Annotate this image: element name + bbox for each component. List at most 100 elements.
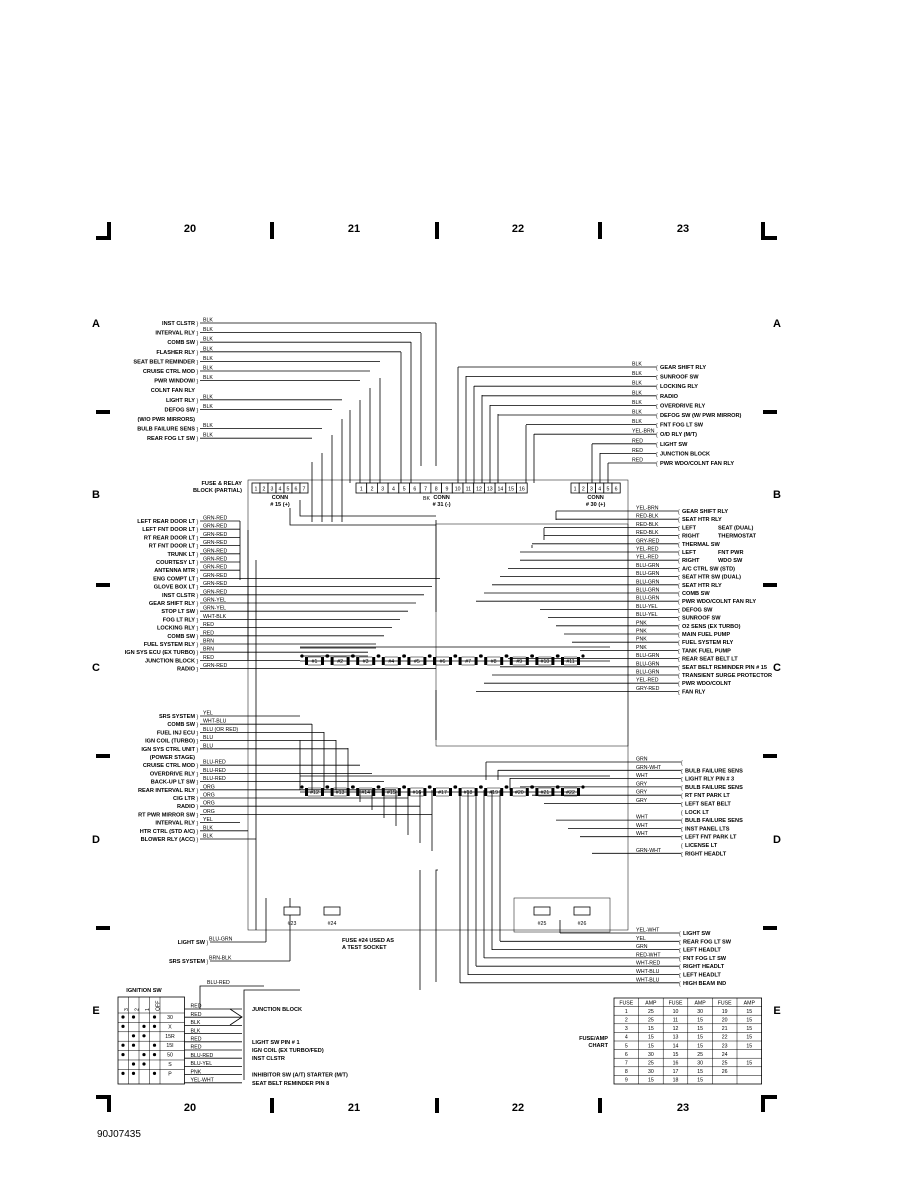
fuse-chart-cell: 15 bbox=[697, 1018, 703, 1024]
wire-break-mark: } bbox=[197, 626, 199, 632]
wire-route bbox=[311, 419, 343, 522]
wire-color: GRN-YEL bbox=[203, 606, 226, 612]
wire-break-mark: { bbox=[678, 641, 680, 647]
circuit-label: HIGH BEAM IND bbox=[683, 981, 726, 987]
circuit-label: (POWER STAGE) bbox=[150, 755, 195, 761]
circuit-label: BULB FAILURE SENS bbox=[685, 768, 743, 774]
wire-break-mark: { bbox=[656, 366, 658, 372]
row2-fuse-end-left bbox=[330, 788, 334, 796]
circuit-label: SEAT HTR RLY bbox=[682, 583, 722, 589]
wire-break-mark: { bbox=[678, 567, 680, 573]
wire-break-mark: } bbox=[197, 577, 199, 583]
circuit-label: PWR WDO/COLNT bbox=[682, 681, 732, 687]
wire-color: BRN bbox=[203, 639, 214, 645]
wire-color: BLU-GRN bbox=[636, 571, 660, 577]
wire-break-mark: { bbox=[678, 616, 680, 622]
wire-break-mark: { bbox=[678, 608, 680, 614]
fuse-chart-cell: 14 bbox=[673, 1043, 679, 1049]
row1-fuse-label: #11 bbox=[566, 659, 574, 665]
row1-fuse-end-left bbox=[381, 657, 385, 665]
wire-color: BLK bbox=[203, 356, 213, 362]
circuit-label: STOP LT SW bbox=[161, 609, 195, 615]
row3-fuse-label: #26 bbox=[578, 921, 587, 927]
wire-break-mark: } bbox=[197, 772, 199, 778]
wire-color: GRN-RED bbox=[203, 565, 227, 571]
wire-color: BLU-RED bbox=[203, 776, 226, 782]
grid-column-label-top: 21 bbox=[348, 223, 360, 235]
row3-fuse-label: #25 bbox=[538, 921, 547, 927]
fuse-chart-cell: 15 bbox=[673, 1052, 679, 1058]
wire-color: YEL bbox=[203, 817, 213, 823]
connector-pin-number: 3 bbox=[381, 487, 384, 493]
ignition-contact bbox=[131, 1015, 136, 1019]
circuit-label: LEFT REAR DOOR LT bbox=[137, 519, 195, 525]
circuit-label: FUEL INJ ECU bbox=[157, 730, 195, 736]
connector-pin-number: 12 bbox=[476, 487, 482, 493]
circuit-label: INTERVAL RLY bbox=[155, 331, 195, 337]
wire-break-mark: } bbox=[197, 379, 199, 385]
row2-fuse-end-right bbox=[500, 788, 504, 796]
row2-fuse-label: #16 bbox=[413, 790, 422, 796]
row2-fuse-terminal bbox=[479, 785, 483, 789]
wire-break-mark: } bbox=[197, 593, 199, 599]
row1-fuse-label: #4 bbox=[388, 659, 394, 665]
wire-break-mark: } bbox=[197, 602, 199, 608]
connector-pin-number: 6 bbox=[413, 487, 416, 493]
ignition-terminal: 15I bbox=[166, 1043, 173, 1049]
circuit-label: SUNROOF SW bbox=[660, 375, 699, 381]
fuse-chart-cell: 15 bbox=[746, 1061, 752, 1067]
fuse-chart-cell: 17 bbox=[673, 1069, 679, 1075]
row2-fuse-label: #13 bbox=[336, 790, 345, 796]
wire-break-mark: } bbox=[197, 829, 199, 835]
row1-fuse-label: #2 bbox=[337, 659, 343, 665]
connector-name: CONN bbox=[272, 495, 288, 501]
connector-pin-number: 5 bbox=[403, 487, 406, 493]
fuse-chart-cell: 18 bbox=[673, 1078, 679, 1084]
wire-break-mark: } bbox=[197, 739, 199, 745]
wire-color: WHT bbox=[636, 773, 649, 779]
wire-break-mark: } bbox=[197, 659, 199, 665]
wire-color: GRN-RED bbox=[203, 532, 227, 538]
wire-route bbox=[289, 500, 436, 526]
circuit-label: RIGHT bbox=[682, 534, 700, 540]
wire-break-mark: { bbox=[681, 819, 683, 825]
circuit-label: LEFT FNT PARK LT bbox=[685, 835, 737, 841]
connector-pin-number: 2 bbox=[582, 487, 585, 493]
wire-break-mark: { bbox=[679, 932, 681, 938]
ignition-wire-color: PNK bbox=[191, 1069, 202, 1075]
wire-color: WHT bbox=[636, 815, 649, 821]
row1-fuse-terminal bbox=[530, 654, 535, 658]
ignition-contact bbox=[121, 1015, 125, 1019]
wire-color: RED bbox=[203, 622, 214, 628]
wire-color: PNK bbox=[636, 620, 647, 626]
wire-route bbox=[419, 869, 438, 990]
row1-fuse-terminal bbox=[505, 654, 509, 658]
circuit-label: RIGHT HEADLT bbox=[685, 851, 727, 857]
fuse-chart-cell: 30 bbox=[648, 1069, 654, 1075]
ignition-contact bbox=[152, 1043, 157, 1047]
wire-color: PNK bbox=[636, 645, 647, 651]
grid-row-label-right: A bbox=[773, 318, 781, 330]
circuit-label: RIGHT HEADLT bbox=[683, 964, 725, 970]
fuse-chart-cell: 15 bbox=[697, 1035, 703, 1041]
circuit-label: SEAT BELT REMINDER bbox=[133, 359, 195, 365]
row3-fuse-body bbox=[533, 906, 551, 916]
row1-fuse-end-left bbox=[561, 657, 564, 665]
wire-color: GRN-WHT bbox=[636, 848, 662, 854]
wire-break-mark: } bbox=[197, 667, 199, 673]
wire-break-mark: { bbox=[656, 423, 658, 429]
fuse-chart-cell: 25 bbox=[648, 1061, 654, 1067]
fuse-block-inner bbox=[435, 523, 629, 747]
circuit-label: TANK FUEL PUMP bbox=[682, 648, 731, 654]
fuse-chart-cell: 15 bbox=[648, 1078, 654, 1084]
wire-break-mark: { bbox=[681, 835, 683, 841]
row1-fuse-end-right bbox=[397, 657, 401, 665]
grid-row-label-right: D bbox=[773, 834, 781, 846]
connector-pin-number: 4 bbox=[279, 487, 282, 493]
wire-route bbox=[591, 444, 609, 483]
connector-name: CONN bbox=[587, 495, 603, 501]
circuit-label: JUNCTION BLOCK bbox=[660, 451, 710, 457]
